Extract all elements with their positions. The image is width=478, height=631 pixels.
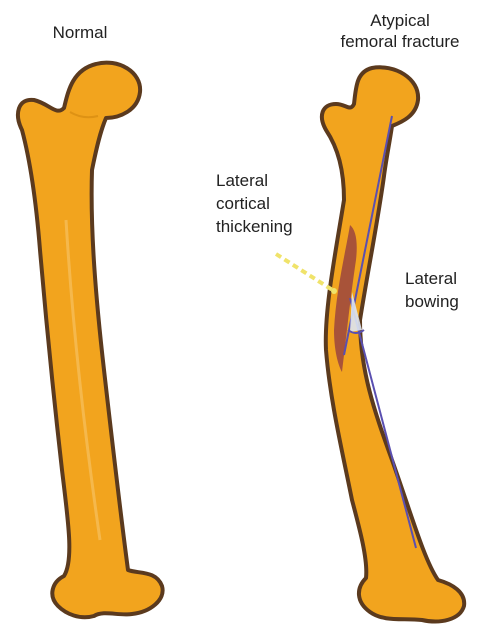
cortical-label-line3: thickening xyxy=(216,216,293,237)
normal-label: Normal xyxy=(30,22,130,43)
cortical-thickening-pointer xyxy=(276,254,334,291)
atypical-label-line2: femoral fracture xyxy=(325,31,475,52)
atypical-femur xyxy=(276,67,464,621)
atypical-label-line1: Atypical xyxy=(325,10,475,31)
normal-femur-bone xyxy=(18,63,163,618)
normal-femur xyxy=(18,63,163,618)
cortical-label-line1: Lateral xyxy=(216,170,268,191)
cortical-thickening-pointer-dot xyxy=(331,288,337,294)
bowing-label-line2: bowing xyxy=(405,291,459,312)
bowing-label-line1: Lateral xyxy=(405,268,457,289)
cortical-label-line2: cortical xyxy=(216,193,270,214)
